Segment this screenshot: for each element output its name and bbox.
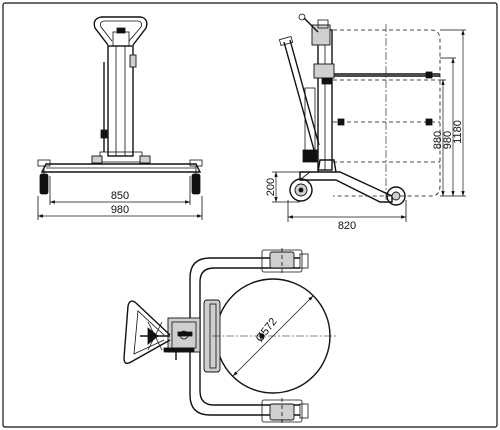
dim-front-inner-width: 850 [111, 190, 129, 202]
top-view: Ø572 [123, 248, 336, 424]
side-pump-handle [283, 41, 315, 151]
top-triangle-handle [123, 300, 171, 365]
dim-side-height-880: 880 [432, 131, 444, 149]
dim-side-height-1180: 1180 [452, 120, 464, 144]
dim-front-outer-width: 980 [111, 204, 129, 216]
front-left-wheel [39, 173, 49, 195]
front-right-wheel [191, 173, 201, 195]
front-view: 850 980 [37, 16, 203, 220]
front-base-bar [40, 163, 202, 173]
side-clamp-arm [313, 63, 335, 79]
dim-side-height-980: 980 [442, 131, 454, 149]
front-handle [93, 16, 148, 46]
side-view: 200 820 880 980 1180 [265, 13, 466, 232]
front-mast [107, 45, 134, 157]
dim-side-length: 820 [338, 220, 356, 232]
side-drum-outline [333, 29, 441, 197]
dim-side-base-height: 200 [265, 178, 277, 196]
side-front-wheel [386, 186, 406, 206]
dim-drum-diameter: Ø572 [254, 316, 280, 345]
side-base-leg [299, 171, 393, 203]
